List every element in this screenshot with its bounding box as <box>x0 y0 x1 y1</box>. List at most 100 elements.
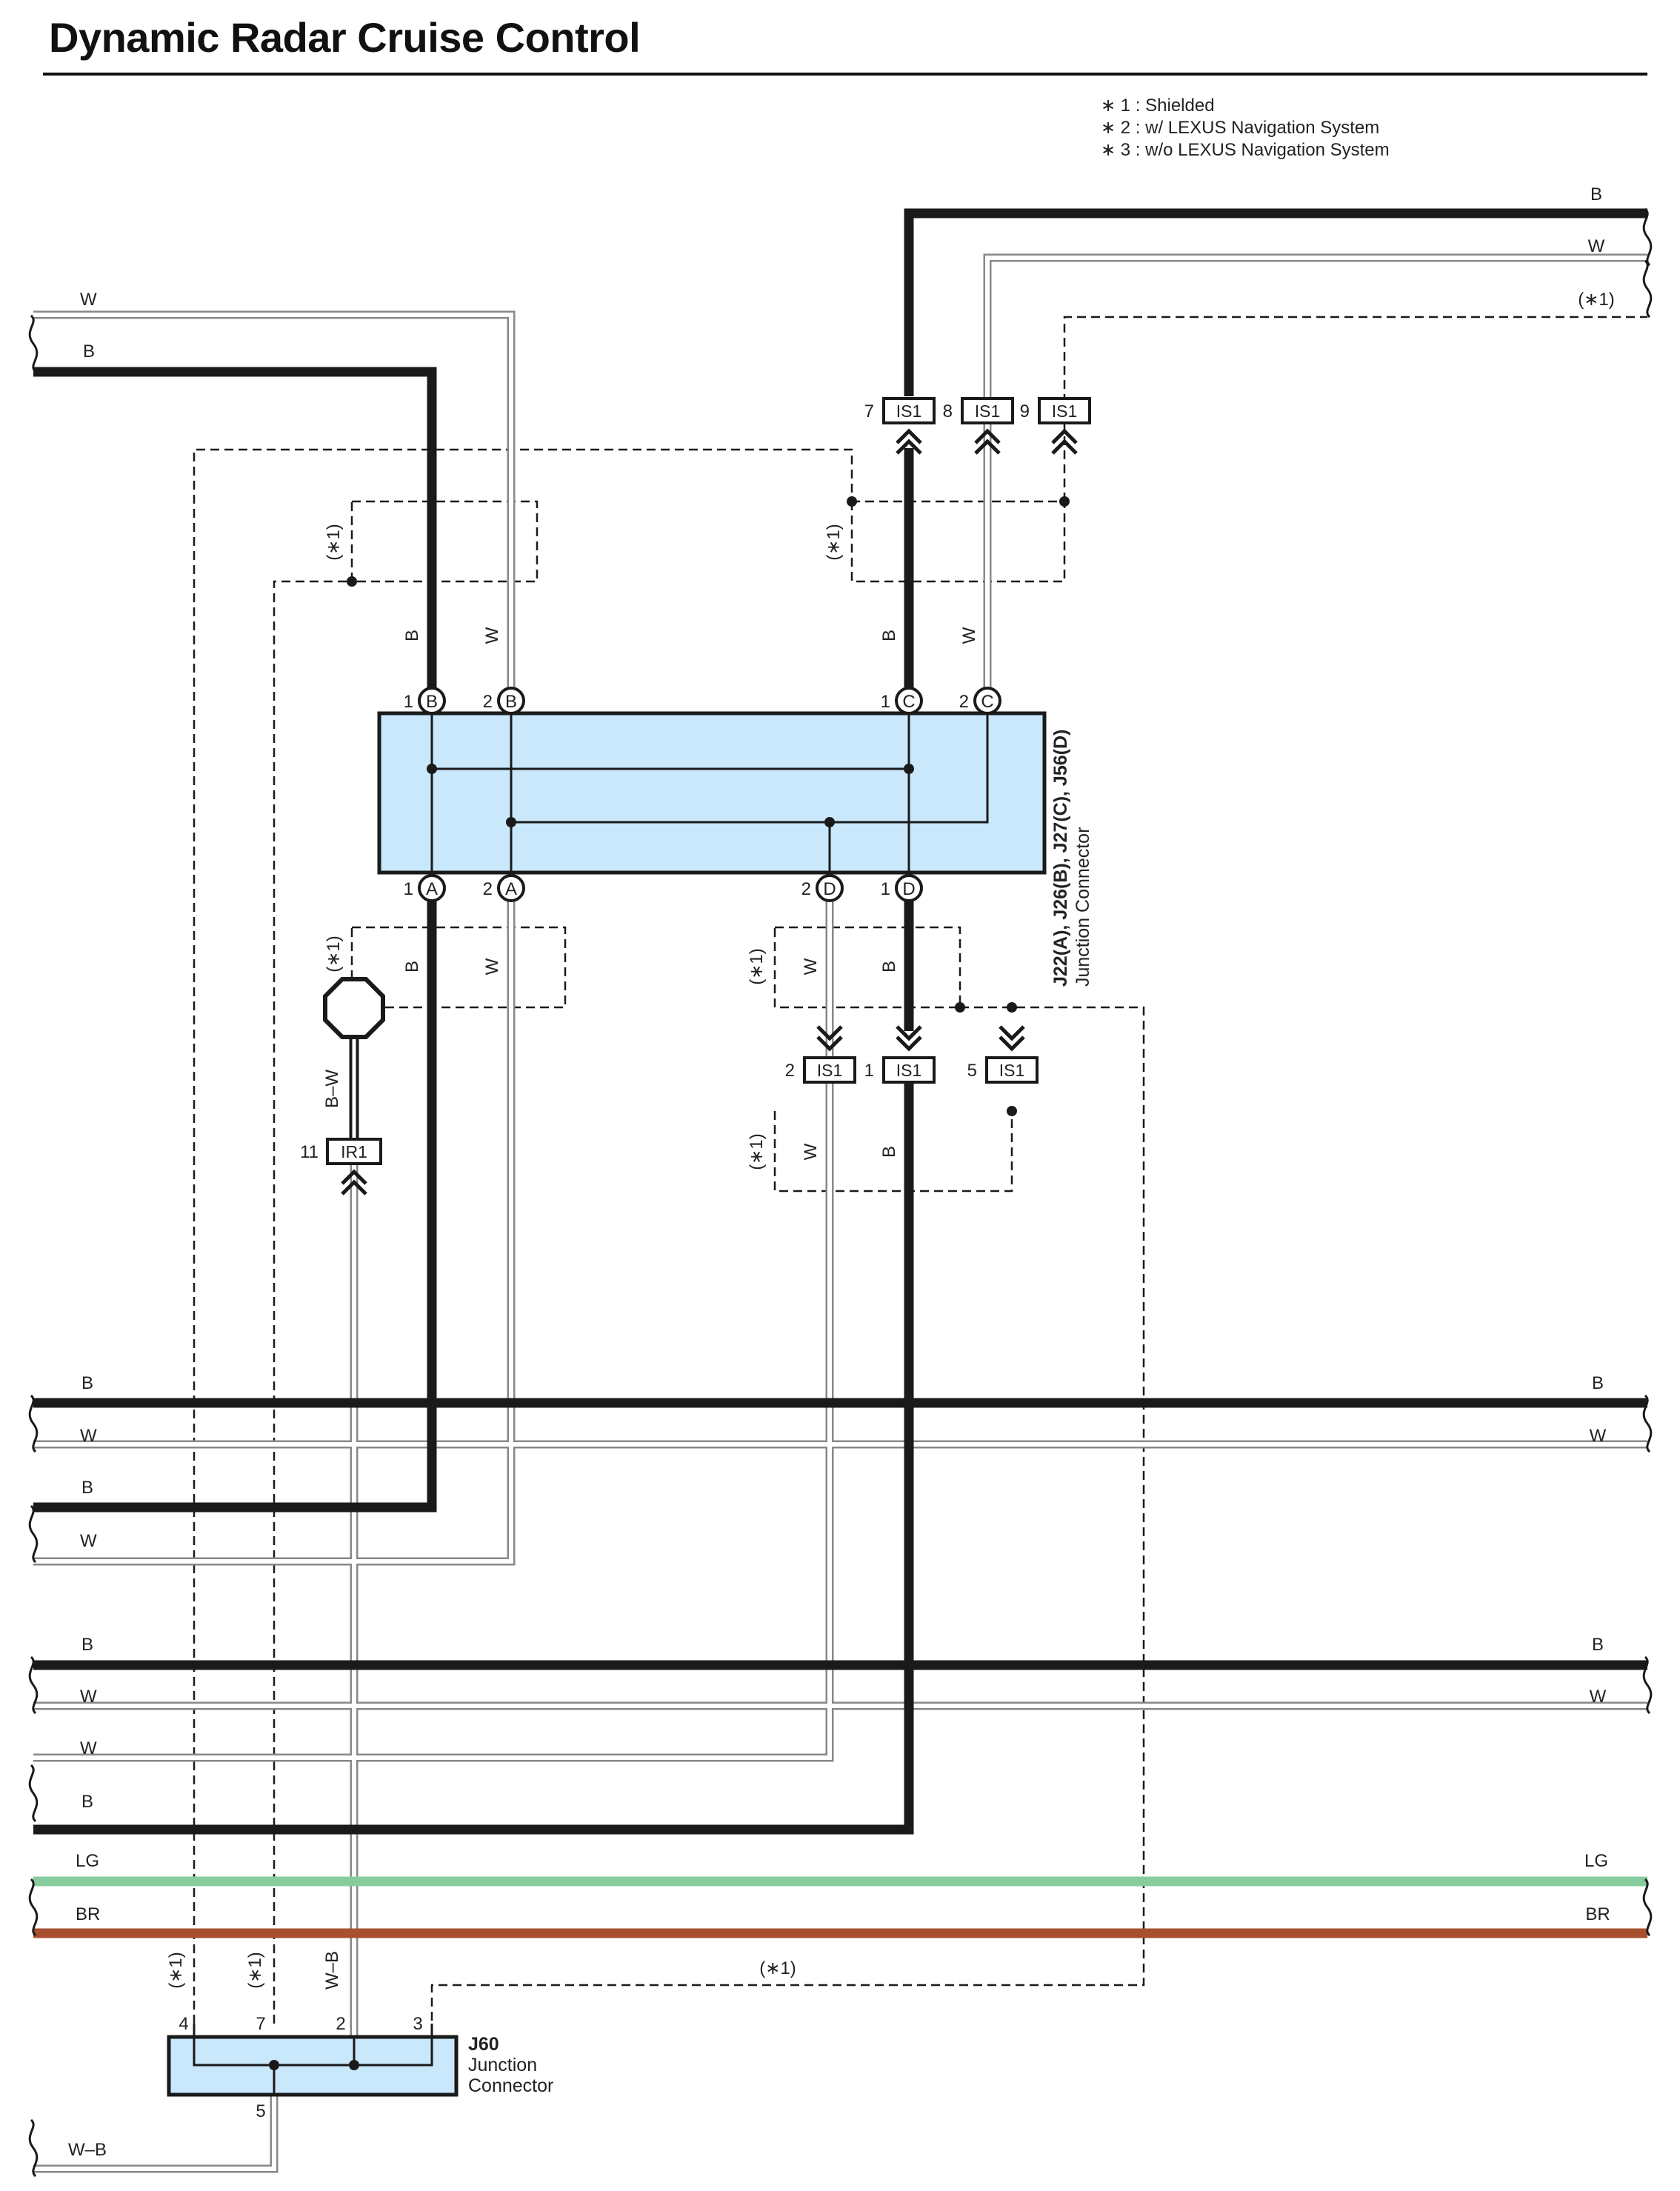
pin-number: 2 <box>483 879 493 899</box>
pin-number: 2 <box>483 692 493 712</box>
wire-label: W <box>482 958 502 975</box>
pin-number: 1 <box>404 692 413 712</box>
shield-label: (∗1) <box>759 1958 796 1978</box>
wire-label: B <box>402 630 422 641</box>
pin-letter: C <box>902 692 915 712</box>
wire-label: W <box>80 290 97 310</box>
shield-junction-dots <box>347 496 1070 1116</box>
shield-label: (∗1) <box>747 948 767 984</box>
pin-number: 2 <box>336 2014 345 2034</box>
wire-label: W <box>801 958 821 975</box>
junction-main-desc: Junction Connector <box>1073 827 1093 987</box>
pin-letter: A <box>505 879 517 899</box>
pin-number: 2 <box>801 879 811 899</box>
wire-label: B <box>81 1635 93 1655</box>
wire-label: BR <box>1585 1904 1610 1924</box>
wire-label: W <box>1588 236 1605 256</box>
wire-label: B <box>1592 1635 1604 1655</box>
wire-label: W <box>959 627 979 644</box>
connector-pin: 2 <box>785 1061 795 1081</box>
connector-pin: 11 <box>300 1142 319 1162</box>
connector-name: IS1 <box>896 1061 922 1080</box>
shield-lines <box>193 316 1647 2024</box>
shield-label: (∗1) <box>324 936 344 972</box>
junction-connector-j60[interactable]: 4 7 2 3 5 J60 Junction Connector <box>167 2014 553 2121</box>
wire-label: W <box>80 1738 97 1758</box>
shield-label: (∗1) <box>324 524 344 560</box>
pin-number: 1 <box>881 879 890 899</box>
wire-label: LG <box>76 1851 99 1871</box>
note-shielded: ∗ 1 : Shielded <box>1101 96 1215 116</box>
wire-label: B <box>83 341 95 361</box>
j60-desc-1: Junction <box>468 2055 537 2075</box>
connector-pin: 8 <box>943 401 953 421</box>
page-title: Dynamic Radar Cruise Control <box>49 14 641 61</box>
connector-name: IS1 <box>1052 401 1078 421</box>
wire-label: B <box>81 1373 93 1393</box>
pin-letter: C <box>981 692 993 712</box>
wire-label: B <box>879 961 899 973</box>
connector-name: IS1 <box>999 1061 1025 1080</box>
connector-name: IS1 <box>817 1061 843 1080</box>
pin-number: 1 <box>404 879 413 899</box>
connector-name: IR1 <box>341 1142 367 1161</box>
wire-label: B <box>81 1792 93 1812</box>
pin-letter: A <box>426 879 438 899</box>
connector-pin: 1 <box>864 1061 874 1081</box>
wire-label: B–W <box>322 1070 342 1108</box>
j60-name: J60 <box>468 2034 499 2055</box>
notes-legend: ∗ 1 : Shielded ∗ 2 : w/ LEXUS Navigation… <box>1101 96 1390 160</box>
wire-label: W–B <box>68 2140 107 2160</box>
wire-labels-vertical: B W B W B W W B W B B–W W–B (∗1) (∗1) (∗… <box>166 524 979 1990</box>
wire-label: B <box>1590 184 1602 204</box>
connector-is1-top-9[interactable]: IS1 9 <box>1020 397 1091 453</box>
j60-desc-2: Connector <box>468 2075 553 2096</box>
colored-wires <box>33 1876 1647 1938</box>
white-wires <box>33 253 1647 2173</box>
wire-label: W <box>1590 1687 1607 1707</box>
shield-label: (∗1) <box>824 524 844 560</box>
shield-label: (∗1) <box>166 1952 186 1988</box>
wire-labels-right: B W (∗1) B W B W LG BR (∗1) <box>759 184 1614 1978</box>
black-wires <box>33 208 1647 1835</box>
connector-is1-top-7[interactable]: IS1 7 <box>864 397 936 453</box>
wire-label: W <box>80 1531 97 1551</box>
wire-label: W–B <box>322 1951 342 1990</box>
connector-is1-mid-5[interactable]: IS1 5 <box>967 1027 1039 1084</box>
title-rule <box>43 73 1647 76</box>
connector-pin: 9 <box>1020 401 1030 421</box>
wire-label: B <box>1592 1373 1604 1393</box>
wire-label: B <box>879 630 899 641</box>
pin-letter: D <box>823 879 836 899</box>
wire-label: W <box>482 627 502 644</box>
shield-label: (∗1) <box>747 1133 767 1170</box>
connector-ir1[interactable]: IR1 11 <box>300 1138 382 1194</box>
junction-connector-main[interactable]: B B C C A A D D 1 2 1 2 1 2 2 1 J22(A), … <box>377 687 1093 987</box>
shield-label: (∗1) <box>245 1952 265 1988</box>
connector-is1-mid-2[interactable]: IS1 2 <box>785 1027 856 1084</box>
pin-number: 5 <box>256 2101 265 2121</box>
note-with-nav: ∗ 2 : w/ LEXUS Navigation System <box>1101 118 1379 138</box>
wire-label: W <box>1590 1426 1607 1446</box>
pin-number: 2 <box>959 692 969 712</box>
pin-number: 3 <box>413 2014 422 2034</box>
wire-label: B <box>879 1146 899 1158</box>
ground-octagon <box>323 977 385 1039</box>
connector-pin: 5 <box>967 1061 977 1081</box>
wire-label: BR <box>76 1904 100 1924</box>
connector-name: IS1 <box>975 401 1001 421</box>
pin-letter: B <box>505 692 517 712</box>
wire-label: B <box>402 961 422 973</box>
wire-label: W <box>80 1426 97 1446</box>
connector-is1-top-8[interactable]: IS1 8 <box>943 397 1014 453</box>
pin-number: 7 <box>256 2014 265 2034</box>
pin-letter: B <box>426 692 438 712</box>
break-marks-right <box>1642 207 1653 1937</box>
pin-letter: D <box>902 879 915 899</box>
connector-is1-mid-1[interactable]: IS1 1 <box>864 1027 936 1084</box>
note-without-nav: ∗ 3 : w/o LEXUS Navigation System <box>1101 140 1390 160</box>
wire-label: W <box>80 1687 97 1707</box>
wire-labels-left: W B B W B W B W W B LG BR W–B <box>68 290 107 2160</box>
wire-label: W <box>801 1143 821 1160</box>
